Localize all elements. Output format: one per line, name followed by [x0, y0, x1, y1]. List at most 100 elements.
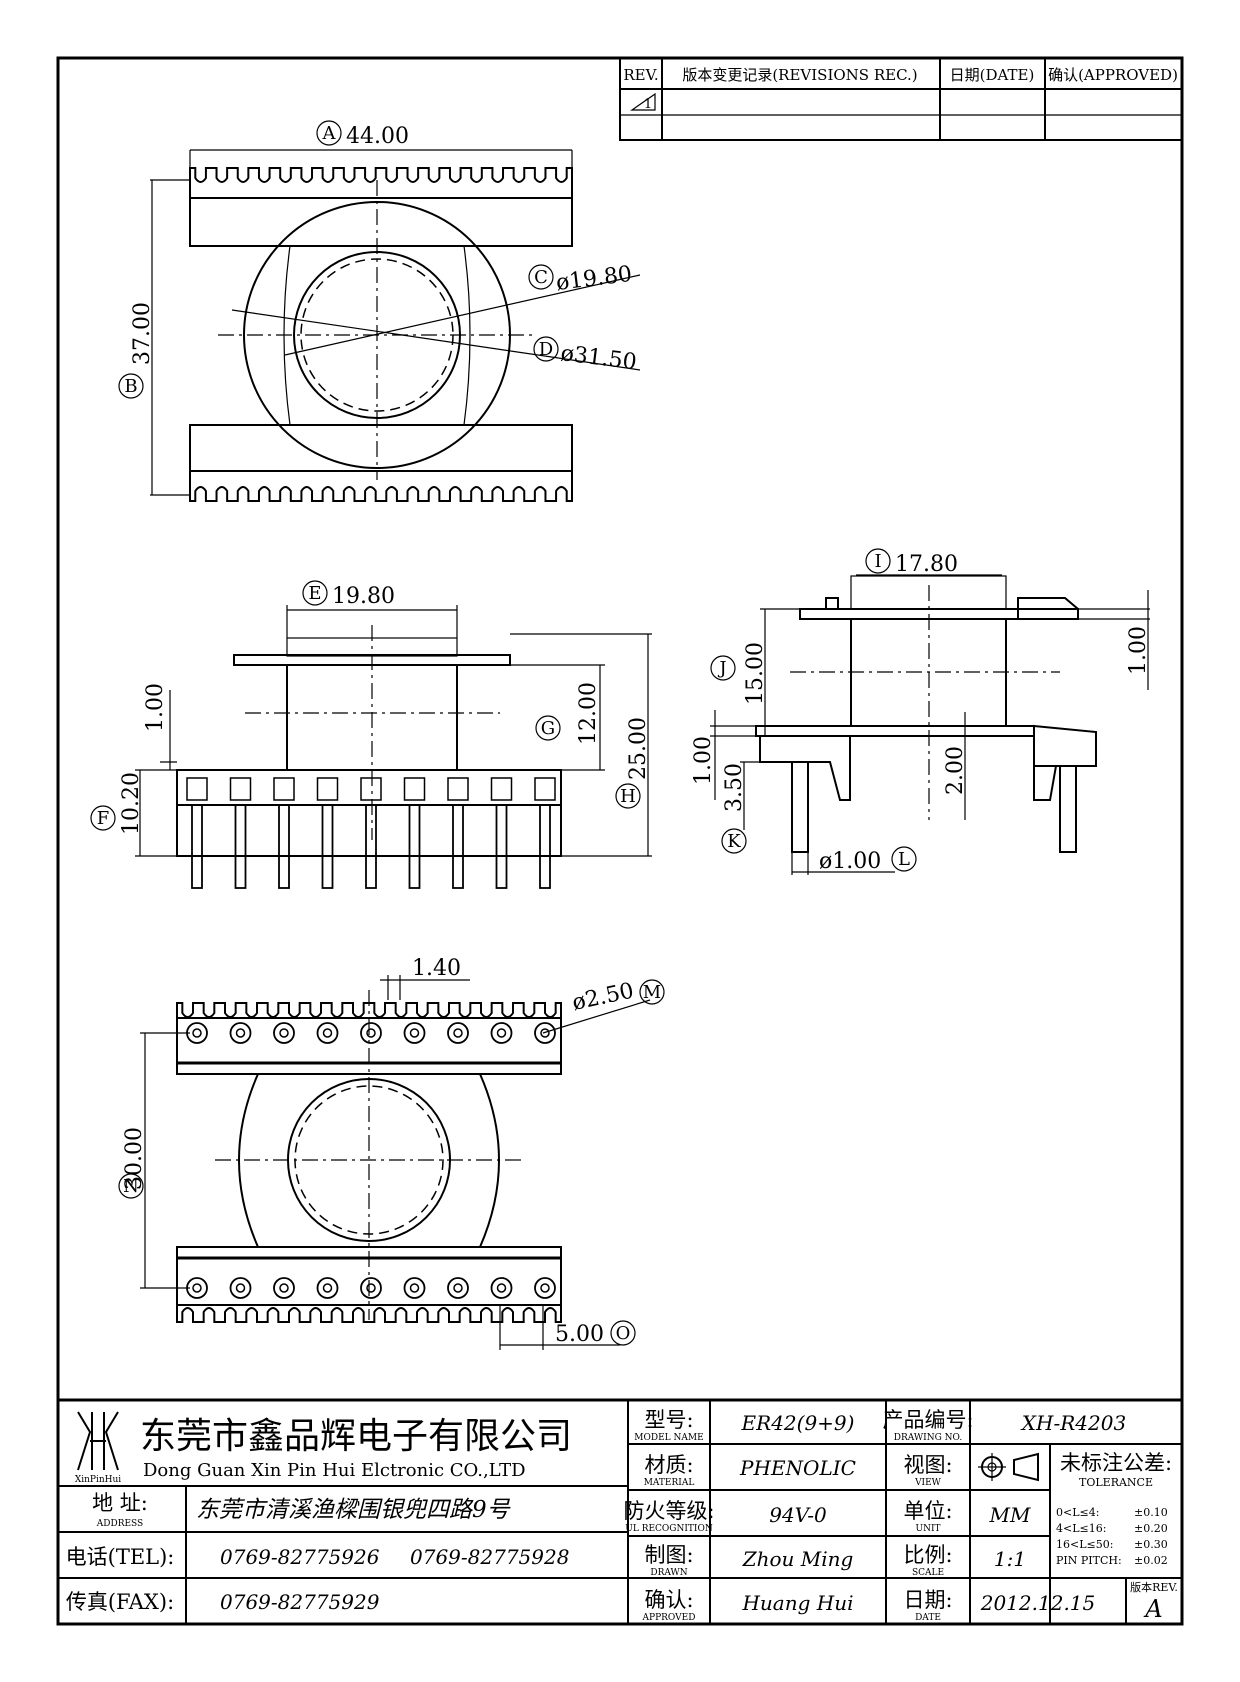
approved-value: Huang Hui — [741, 1591, 853, 1615]
svg-text:B: B — [124, 376, 137, 397]
dim-side-pin-offset: 2.00 — [943, 746, 968, 795]
dim-A: A 44.00 — [316, 120, 409, 149]
dim-K: K 3.50 — [721, 763, 747, 854]
tolerance-value: ±0.10 — [1134, 1506, 1168, 1519]
date-label-en: DATE — [915, 1613, 941, 1623]
unit-label-en: UNIT — [915, 1524, 940, 1534]
svg-text:10.20: 10.20 — [119, 772, 144, 835]
pin-hole — [534, 1277, 556, 1299]
pin-hole — [316, 1277, 339, 1299]
svg-text:H: H — [620, 786, 636, 807]
pin-hole — [403, 1277, 426, 1299]
svg-text:L: L — [898, 849, 910, 870]
pin-hole — [229, 1277, 252, 1299]
svg-text:19.80: 19.80 — [332, 584, 395, 609]
pin-hole — [229, 1022, 252, 1044]
dim-E: E 19.80 — [302, 580, 395, 609]
date-label: 日期: — [903, 1588, 952, 1612]
svg-text:G: G — [541, 718, 555, 739]
drawing-no-label-en: DRAWING NO. — [894, 1433, 963, 1443]
company-name-cn: 东莞市鑫品辉电子有限公司 — [140, 1416, 572, 1457]
pin-hole — [534, 1022, 556, 1044]
pin — [229, 777, 252, 889]
material-value: PHENOLIC — [739, 1456, 856, 1480]
company-name-en: Dong Guan Xin Pin Hui Elctronic CO.,LTD — [143, 1460, 526, 1481]
pin-hole — [403, 1022, 426, 1044]
svg-text:E: E — [308, 583, 321, 604]
svg-text:XinPinHui: XinPinHui — [75, 1475, 121, 1485]
approved-label: 确认: — [644, 1588, 693, 1612]
fax-label: 传真(FAX): — [66, 1590, 174, 1614]
ul-label-en: UL RECOGNITION — [625, 1524, 713, 1534]
pin-hole — [490, 1277, 513, 1299]
rev-header-record: 版本变更记录(REVISIONS REC.) — [682, 66, 917, 84]
pin-hole — [273, 1022, 295, 1044]
ul-label: 防火等级: — [623, 1499, 714, 1523]
tolerance-list: 0<L≤4: ±0.10 4<L≤16: ±0.20 16<L≤50: ±0.3… — [1056, 1506, 1168, 1567]
svg-text:30.00: 30.00 — [122, 1127, 147, 1190]
pin — [534, 777, 556, 889]
svg-text:I: I — [874, 551, 881, 572]
svg-text:ø31.50: ø31.50 — [559, 341, 638, 375]
svg-text:M: M — [643, 982, 661, 1003]
drawn-value: Zhou Ming — [742, 1547, 854, 1571]
dim-F: F 10.20 — [90, 772, 144, 835]
revision-table: REV. 版本变更记录(REVISIONS REC.) 日期(DATE) 确认(… — [619, 57, 1183, 141]
rev-label: 版本REV. — [1130, 1580, 1178, 1594]
view-label: 视图: — [903, 1453, 952, 1477]
tolerance-value: ±0.02 — [1134, 1554, 1168, 1567]
title-block: XinPinHui 东莞市鑫品辉电子有限公司 Dong Guan Xin Pin… — [56, 1398, 1184, 1626]
dimension-labels: A 44.00 B 37.00 C ø19.80 D ø31.50 E 19.8… — [90, 120, 1151, 1347]
view-label-en: VIEW — [914, 1478, 942, 1488]
dim-O: 5.00 O — [555, 1320, 636, 1347]
dim-D: D ø31.50 — [533, 336, 638, 375]
dim-L: ø1.00 L — [819, 846, 917, 874]
svg-text:N: N — [123, 1176, 139, 1197]
material-label-en: MATERIAL — [644, 1478, 695, 1488]
pin — [316, 777, 339, 889]
model-label-en: MODEL NAME — [634, 1433, 703, 1443]
svg-text:5.00: 5.00 — [555, 1322, 604, 1347]
pin — [490, 777, 513, 889]
dim-I: I 17.80 — [865, 548, 958, 577]
svg-text:C: C — [534, 267, 548, 288]
projection-symbol-icon — [978, 1452, 1039, 1482]
dim-front-flange: 1.00 — [143, 683, 168, 732]
scale-value: 1:1 — [994, 1547, 1026, 1571]
dim-pin-slot: 1.40 — [412, 956, 461, 981]
svg-text:K: K — [727, 831, 741, 852]
svg-text:ø19.80: ø19.80 — [555, 262, 634, 296]
pin-hole — [273, 1277, 295, 1299]
pin-hole — [447, 1022, 469, 1044]
scale-label-en: SCALE — [912, 1568, 944, 1578]
dim-N: N 30.00 — [118, 1127, 147, 1199]
svg-text:25.00: 25.00 — [626, 717, 651, 780]
material-label: 材质: — [644, 1453, 693, 1477]
model-label: 型号: — [644, 1408, 693, 1432]
pin-hole — [360, 1277, 382, 1299]
svg-text:F: F — [97, 808, 110, 829]
fax-value: 0769-82775929 — [220, 1590, 380, 1614]
pin — [273, 777, 295, 889]
drawn-label-en: DRAWN — [650, 1568, 687, 1578]
dim-side-base-flange: 1.00 — [691, 736, 716, 785]
drawing-no-value: XH-R4203 — [1020, 1411, 1126, 1435]
tel-label: 电话(TEL): — [66, 1545, 175, 1569]
front-view — [135, 605, 652, 889]
svg-text:12.00: 12.00 — [576, 682, 601, 745]
rev-header-date: 日期(DATE) — [950, 66, 1035, 84]
tel-value-1: 0769-82775926 — [220, 1545, 380, 1569]
pin-hole — [490, 1022, 513, 1044]
drawn-label: 制图: — [644, 1543, 693, 1567]
pin-hole — [360, 1022, 382, 1044]
scale-label: 比例: — [903, 1543, 952, 1567]
side-view — [710, 574, 1150, 875]
rev-header-rev: REV. — [623, 66, 658, 84]
tolerance-value: ±0.20 — [1134, 1522, 1168, 1535]
address-label-en: ADDRESS — [96, 1519, 143, 1529]
approved-label-en: APPROVED — [642, 1613, 696, 1623]
dim-B: B 37.00 — [118, 302, 155, 399]
dim-side-top-flange: 1.00 — [1126, 626, 1151, 675]
dim-G: G 12.00 — [535, 682, 601, 745]
sheet-border — [56, 56, 1184, 1626]
